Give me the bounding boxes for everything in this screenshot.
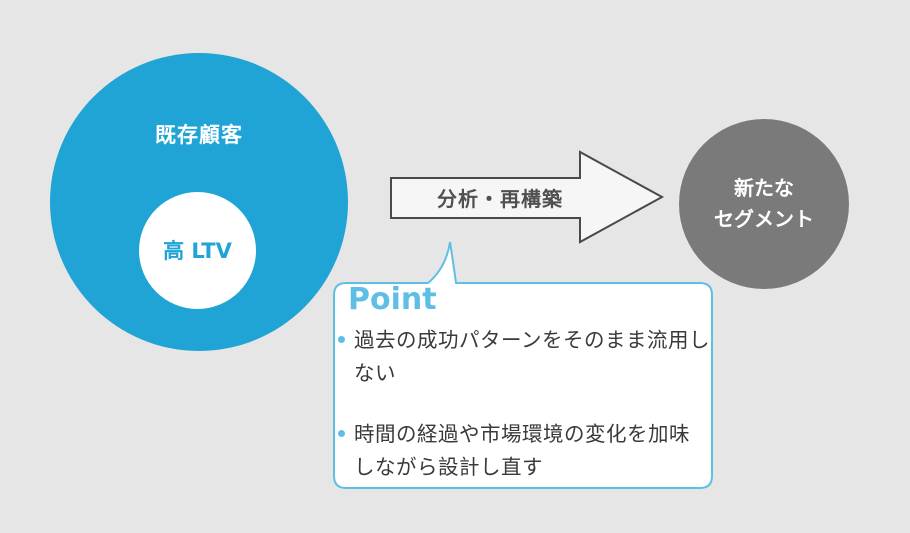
existing-customers-label: 既存顧客 [155, 123, 243, 147]
new-segment-line2: セグメント [714, 207, 814, 231]
arrow-icon [390, 150, 665, 244]
existing-customers-circle: 既存顧客 高 LTV [50, 53, 348, 351]
new-segment-line1: 新たな [734, 176, 794, 200]
new-segment-circle: 新たな セグメント [679, 119, 849, 289]
callout-outline [333, 241, 713, 489]
analysis-rebuild-label: 分析・再構築 [437, 187, 563, 211]
bullet-dot-icon [338, 430, 345, 437]
arrow-shape [390, 150, 665, 244]
point-item-1: 過去の成功パターンをそのまま流用しない [338, 324, 710, 390]
new-segment-label: 新たな セグメント [679, 173, 849, 235]
high-ltv-label: 高 LTV [163, 239, 232, 263]
point-item-2: 時間の経過や市場環境の変化を加味しながら設計し直す [338, 418, 710, 484]
bullet-dot-icon [338, 336, 345, 343]
point-callout-bubble [333, 241, 713, 489]
point-item-2-text: 時間の経過や市場環境の変化を加味しながら設計し直す [354, 422, 690, 479]
high-ltv-circle: 高 LTV [139, 192, 256, 309]
point-item-1-text: 過去の成功パターンをそのまま流用しない [354, 328, 710, 385]
point-title: Point [348, 282, 437, 317]
